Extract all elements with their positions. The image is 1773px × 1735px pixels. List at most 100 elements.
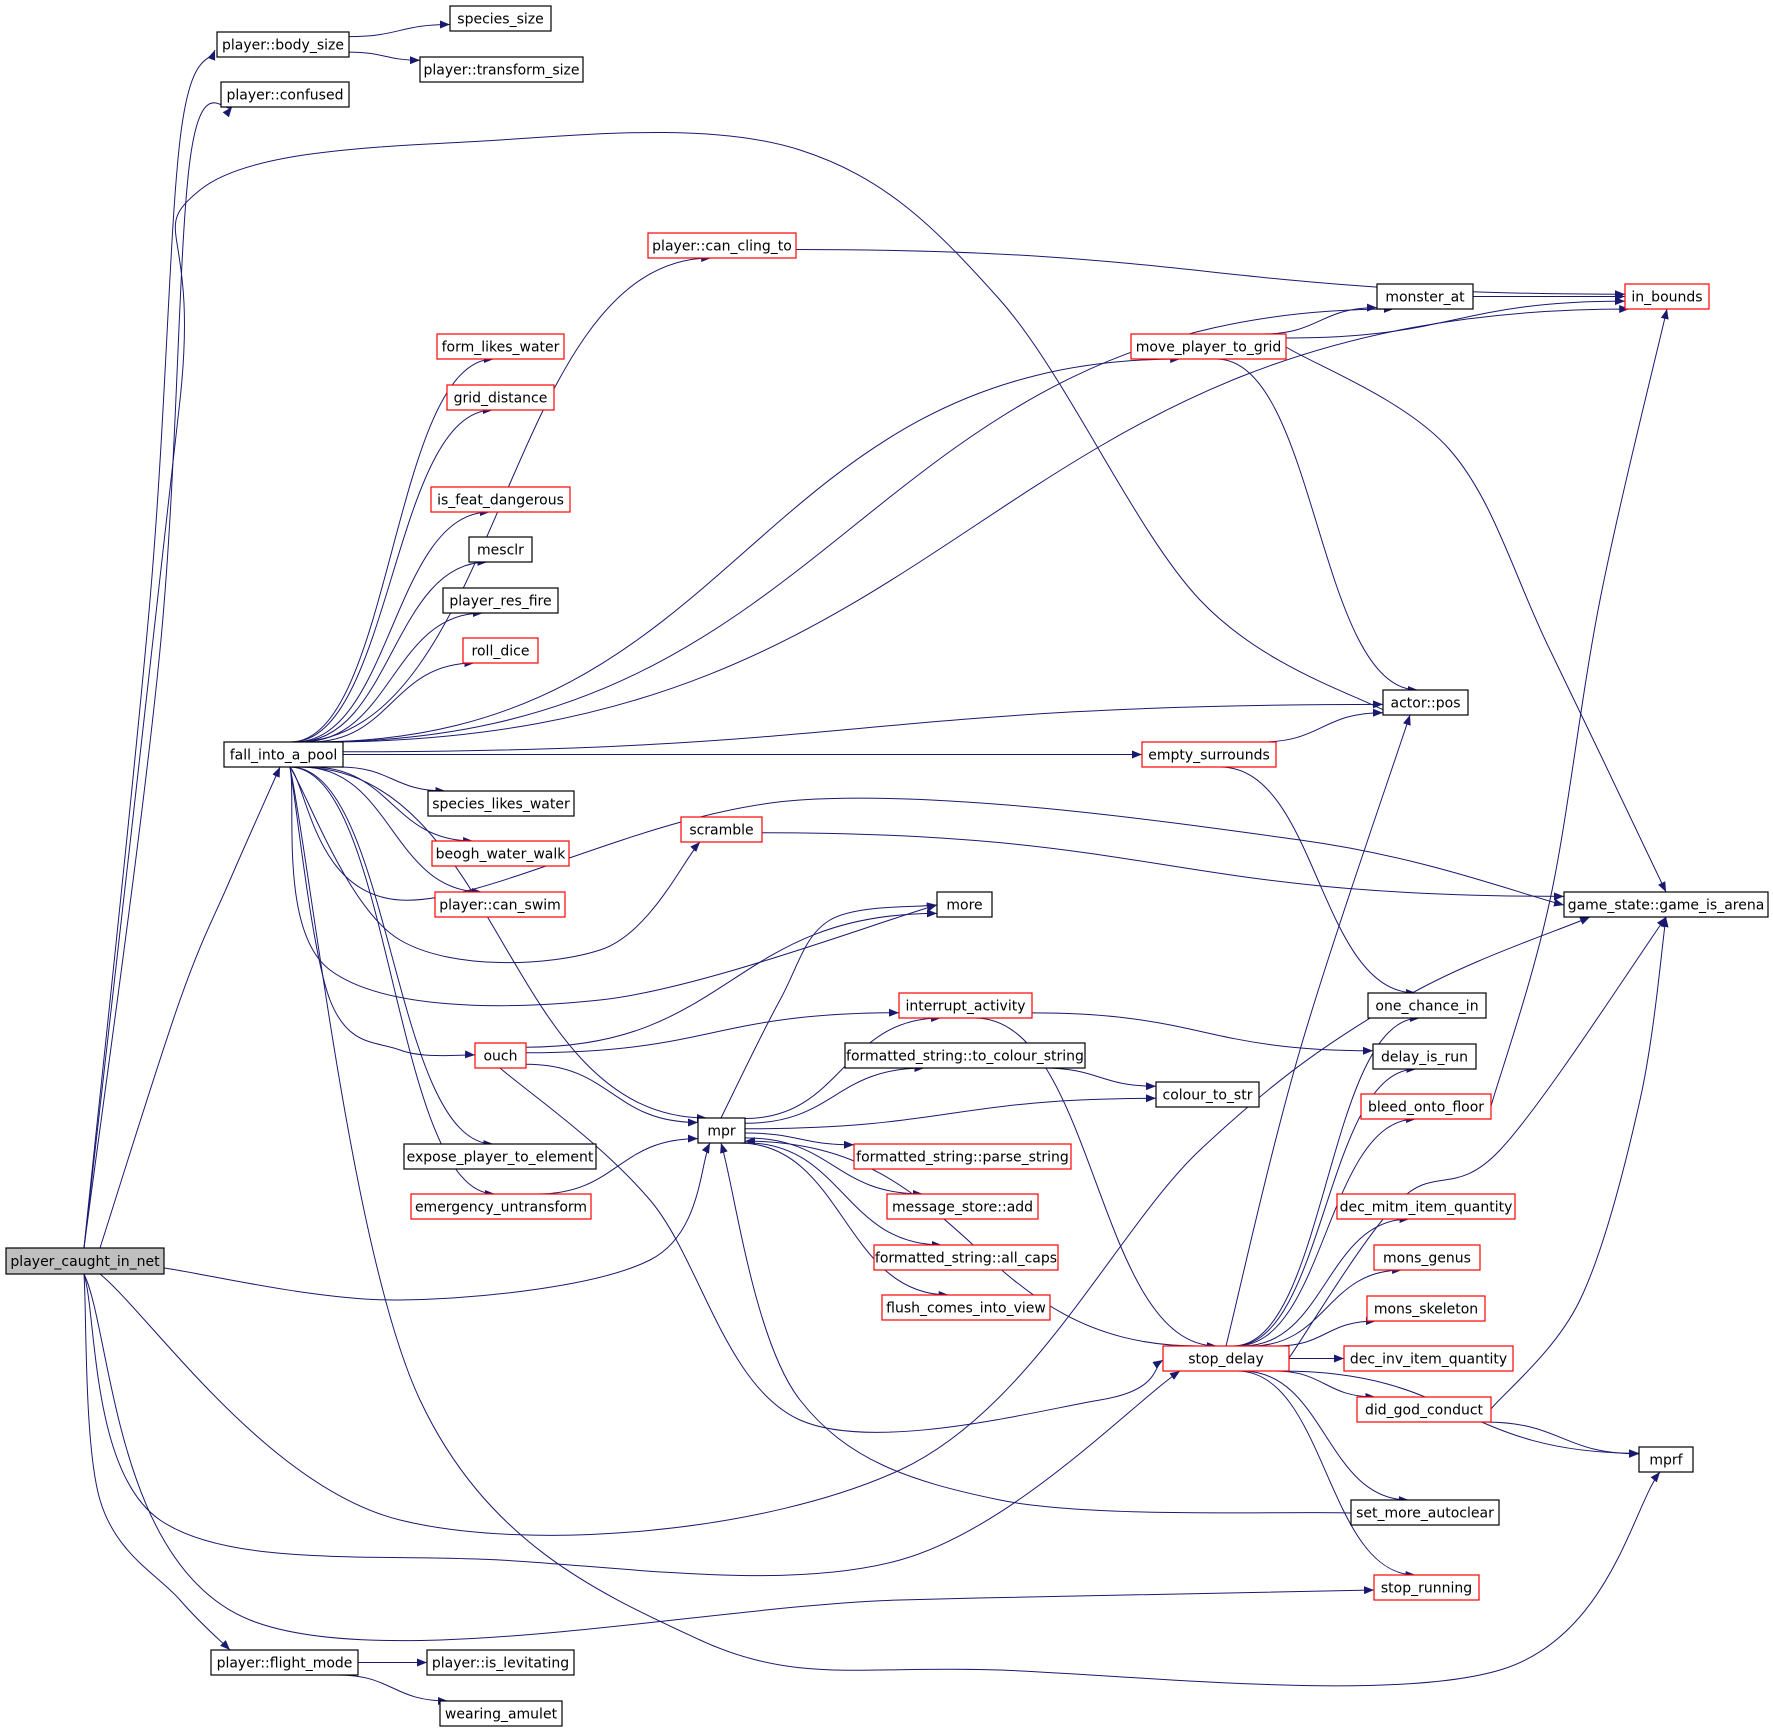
node-to-colour-string[interactable]: formatted_string::to_colour_string <box>844 1042 1086 1069</box>
node-box[interactable] <box>1367 992 1487 1019</box>
node-dec-mitm-item-quantity[interactable]: dec_mitm_item_quantity <box>1336 1193 1516 1220</box>
node-delay-is-run[interactable]: delay_is_run <box>1372 1043 1477 1070</box>
node-box[interactable] <box>431 840 570 867</box>
node-box[interactable] <box>1162 1345 1290 1372</box>
node-box[interactable] <box>1356 1396 1492 1423</box>
node-in-bounds[interactable]: in_bounds <box>1624 283 1710 310</box>
node-scramble[interactable]: scramble <box>680 816 763 843</box>
node-is-feat-dangerous[interactable]: is_feat_dangerous <box>430 486 571 513</box>
node-mons-genus[interactable]: mons_genus <box>1373 1244 1481 1271</box>
node-actor-pos[interactable]: actor::pos <box>1382 689 1469 716</box>
node-box[interactable] <box>1373 1244 1481 1271</box>
node-stop-running[interactable]: stop_running <box>1373 1574 1480 1601</box>
node-box[interactable] <box>1343 1345 1514 1372</box>
node-beogh-water-walk[interactable]: beogh_water_walk <box>431 840 570 867</box>
node-grid-distance[interactable]: grid_distance <box>446 384 555 411</box>
node-parse-string[interactable]: formatted_string::parse_string <box>853 1143 1072 1170</box>
node-can-swim[interactable]: player::can_swim <box>434 891 566 918</box>
node-transform-size[interactable]: player::transform_size <box>419 56 584 83</box>
node-box[interactable] <box>427 790 575 817</box>
node-box[interactable] <box>853 1143 1072 1170</box>
node-game-is-arena[interactable]: game_state::game_is_arena <box>1563 891 1769 918</box>
node-set-more-autoclear[interactable]: set_more_autoclear <box>1350 1499 1500 1526</box>
node-box[interactable] <box>1336 1193 1516 1220</box>
node-box[interactable] <box>210 1649 359 1676</box>
node-box[interactable] <box>462 637 539 664</box>
node-wearing-amulet[interactable]: wearing_amulet <box>439 1700 563 1727</box>
node-emergency-untransform[interactable]: emergency_untransform <box>410 1193 592 1220</box>
node-one-chance-in[interactable]: one_chance_in <box>1367 992 1487 1019</box>
node-bleed-onto-floor[interactable]: bleed_onto_floor <box>1360 1093 1492 1120</box>
node-box[interactable] <box>1382 689 1469 716</box>
node-box[interactable] <box>434 891 566 918</box>
node-box[interactable] <box>403 1143 597 1170</box>
node-box[interactable] <box>1360 1093 1492 1120</box>
node-box[interactable] <box>1366 1295 1486 1322</box>
node-move-player-to-grid[interactable]: move_player_to_grid <box>1130 333 1287 360</box>
node-box[interactable] <box>1624 283 1710 310</box>
node-colour-to-str[interactable]: colour_to_str <box>1155 1081 1260 1108</box>
node-mesclr[interactable]: mesclr <box>468 536 533 563</box>
node-box[interactable] <box>5 1247 165 1275</box>
node-ouch[interactable]: ouch <box>474 1042 527 1069</box>
node-mprf[interactable]: mprf <box>1638 1446 1694 1473</box>
node-box[interactable] <box>449 5 552 32</box>
node-box[interactable] <box>1155 1081 1260 1108</box>
node-box[interactable] <box>223 741 344 768</box>
node-box[interactable] <box>410 1193 592 1220</box>
node-monster-at[interactable]: monster_at <box>1376 283 1474 310</box>
node-can-cling-to[interactable]: player::can_cling_to <box>647 232 797 259</box>
node-box[interactable] <box>881 1294 1051 1321</box>
node-box[interactable] <box>1350 1499 1500 1526</box>
node-box[interactable] <box>442 587 559 614</box>
node-fall-into-a-pool[interactable]: fall_into_a_pool <box>223 741 344 768</box>
node-box[interactable] <box>647 232 797 259</box>
node-stop-delay[interactable]: stop_delay <box>1162 1345 1290 1372</box>
node-box[interactable] <box>474 1042 527 1069</box>
node-box[interactable] <box>936 891 993 918</box>
node-box[interactable] <box>1130 333 1287 360</box>
node-roll-dice[interactable]: roll_dice <box>462 637 539 664</box>
node-form-likes-water[interactable]: form_likes_water <box>436 333 565 360</box>
node-box[interactable] <box>886 1193 1039 1220</box>
node-box[interactable] <box>468 536 533 563</box>
node-mons-skeleton[interactable]: mons_skeleton <box>1366 1295 1486 1322</box>
node-box[interactable] <box>436 333 565 360</box>
node-player-res-fire[interactable]: player_res_fire <box>442 587 559 614</box>
node-expose-player-to-element[interactable]: expose_player_to_element <box>403 1143 597 1170</box>
node-dec-inv-item-quantity[interactable]: dec_inv_item_quantity <box>1343 1345 1514 1372</box>
node-species-size[interactable]: species_size <box>449 5 552 32</box>
node-box[interactable] <box>220 81 350 108</box>
node-flight-mode[interactable]: player::flight_mode <box>210 1649 359 1676</box>
node-box[interactable] <box>1563 891 1769 918</box>
node-box[interactable] <box>439 1700 563 1727</box>
node-interrupt-activity[interactable]: interrupt_activity <box>898 992 1033 1019</box>
node-empty-surrounds[interactable]: empty_surrounds <box>1141 741 1277 768</box>
node-did-god-conduct[interactable]: did_god_conduct <box>1356 1396 1492 1423</box>
node-box[interactable] <box>430 486 571 513</box>
node-flush-comes-into-view[interactable]: flush_comes_into_view <box>881 1294 1051 1321</box>
node-body-size[interactable]: player::body_size <box>216 31 350 58</box>
node-box[interactable] <box>873 1244 1059 1271</box>
node-box[interactable] <box>1638 1446 1694 1473</box>
node-box[interactable] <box>1373 1574 1480 1601</box>
node-player-caught-in-net[interactable]: player_caught_in_net <box>5 1247 165 1275</box>
node-box[interactable] <box>1141 741 1277 768</box>
node-all-caps[interactable]: formatted_string::all_caps <box>873 1244 1059 1271</box>
node-box[interactable] <box>1372 1043 1477 1070</box>
node-box[interactable] <box>844 1042 1086 1069</box>
node-box[interactable] <box>697 1117 746 1144</box>
node-box[interactable] <box>1376 283 1474 310</box>
node-message-store-add[interactable]: message_store::add <box>886 1193 1039 1220</box>
node-box[interactable] <box>446 384 555 411</box>
node-confused[interactable]: player::confused <box>220 81 350 108</box>
node-box[interactable] <box>216 31 350 58</box>
node-box[interactable] <box>680 816 763 843</box>
node-mpr[interactable]: mpr <box>697 1117 746 1144</box>
node-box[interactable] <box>898 992 1033 1019</box>
node-is-levitating[interactable]: player::is_levitating <box>426 1649 575 1676</box>
node-box[interactable] <box>419 56 584 83</box>
node-box[interactable] <box>426 1649 575 1676</box>
node-species-likes-water[interactable]: species_likes_water <box>427 790 575 817</box>
node-more[interactable]: more <box>936 891 993 918</box>
